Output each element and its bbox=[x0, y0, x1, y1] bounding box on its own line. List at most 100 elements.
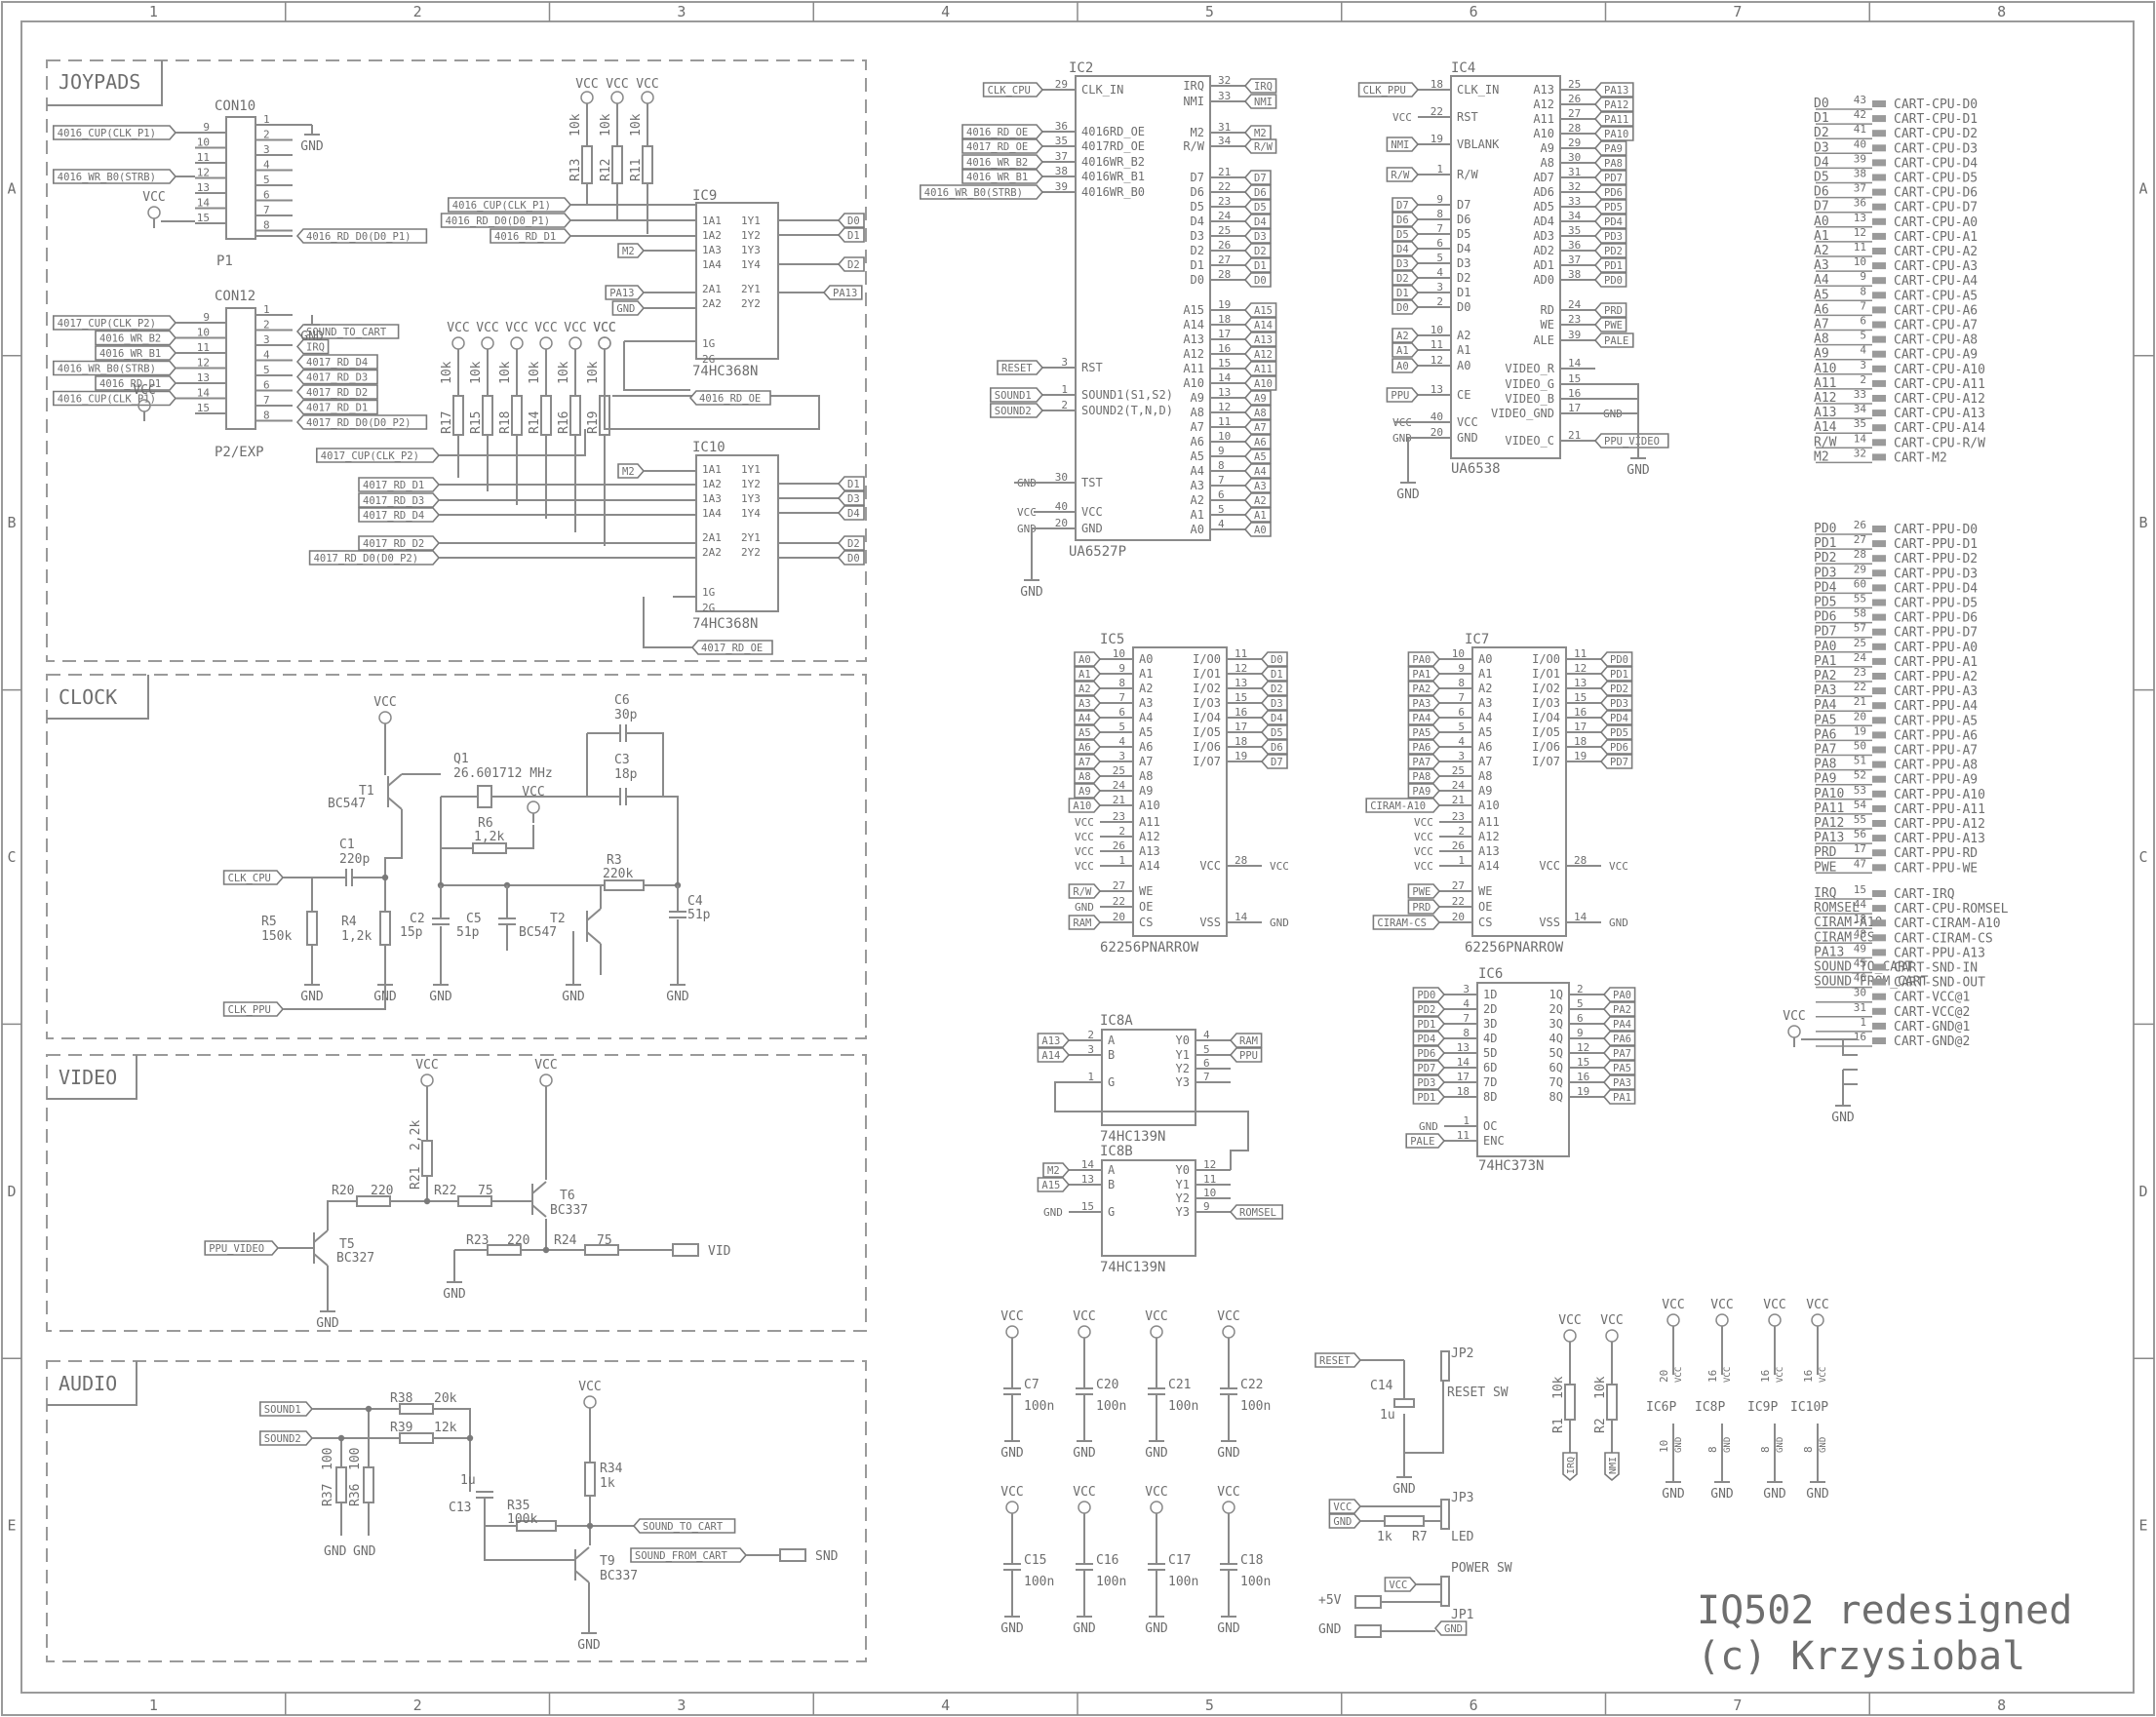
pin-net-label bbox=[1392, 328, 1420, 343]
pin-number: 34 bbox=[1218, 135, 1232, 147]
resistor-value: 20k bbox=[434, 1391, 457, 1406]
pin-net-label bbox=[1243, 94, 1277, 109]
pin-net-label-text: A3 bbox=[1078, 698, 1091, 710]
label-ic10-in-text: 4017_RD_D4 bbox=[363, 510, 424, 522]
pin-net-label bbox=[1037, 1047, 1071, 1063]
pullup-net: NMI bbox=[1608, 1457, 1619, 1474]
cap-ref: C13 bbox=[449, 1501, 471, 1515]
label-ic-output-text: D1 bbox=[847, 479, 860, 490]
cart-net: D5 bbox=[1814, 171, 1829, 185]
pin-number: 17 bbox=[1457, 1071, 1470, 1083]
pin-number: 3 bbox=[263, 143, 270, 156]
pin-net-label-text: PD0 bbox=[1604, 275, 1623, 287]
wire bbox=[1054, 1081, 1249, 1170]
pin-name: 3Q bbox=[1549, 1017, 1563, 1031]
pin-number: 12 bbox=[1431, 354, 1443, 367]
cap-value: 1u bbox=[1380, 1408, 1395, 1423]
pin-number: 2 bbox=[1118, 825, 1125, 838]
pin-name: 1Y2 bbox=[741, 229, 761, 242]
cap-ref: C17 bbox=[1168, 1553, 1191, 1568]
pin-number: 23 bbox=[1218, 195, 1231, 208]
pin-name: 2A1 bbox=[702, 531, 722, 544]
joypads-tab: JOYPADS bbox=[47, 60, 163, 106]
pin-number: 25 bbox=[1113, 764, 1125, 777]
cart-pin-number: 58 bbox=[1854, 607, 1866, 620]
pin-number: 28 bbox=[1218, 268, 1231, 281]
pin-name: VSS bbox=[1199, 916, 1221, 929]
cart-net: A13 bbox=[1814, 406, 1836, 420]
resistor bbox=[511, 395, 523, 436]
resistor-ref: R4 bbox=[341, 915, 357, 929]
capacitor bbox=[1003, 1563, 1021, 1571]
cart-pin-number: 10 bbox=[1854, 255, 1866, 268]
pin-name: A8 bbox=[1139, 769, 1153, 783]
resistor-ref: R16 bbox=[557, 411, 571, 434]
cart-signal: CART-CPU-A3 bbox=[1894, 259, 1978, 274]
pin-name: D5 bbox=[1457, 227, 1470, 241]
junction-dot bbox=[365, 1405, 372, 1413]
cart-pin bbox=[1872, 657, 1886, 665]
gnd-symbol bbox=[1149, 1431, 1164, 1442]
cart-pin-number: 50 bbox=[1854, 740, 1866, 753]
pin-number: 15 bbox=[1081, 1200, 1094, 1213]
cart-pin bbox=[1872, 453, 1886, 461]
pin-number: 9 bbox=[203, 121, 210, 134]
resistor bbox=[1384, 1515, 1425, 1527]
label-ic9-gnd bbox=[611, 300, 646, 316]
pin-net-label-text: PPU_VIDEO bbox=[1604, 436, 1660, 448]
resistor-ref: R3 bbox=[607, 853, 622, 868]
gnd-text: GND bbox=[1217, 1621, 1240, 1636]
label-gnd-text: GND bbox=[1444, 1623, 1463, 1635]
wire bbox=[1394, 383, 1639, 473]
label-gnd bbox=[1328, 1513, 1362, 1529]
part-ref: T6 bbox=[560, 1189, 575, 1203]
cap-ref: C4 bbox=[687, 894, 703, 909]
pin-net-label bbox=[1068, 915, 1102, 930]
label-gnd bbox=[1433, 1620, 1468, 1636]
pin-net-label-text: A1 bbox=[1396, 345, 1409, 357]
pin-number: 14 bbox=[1218, 371, 1232, 384]
cart-pin bbox=[1872, 993, 1886, 1000]
resistor-ref: R39 bbox=[390, 1421, 412, 1435]
jp1 bbox=[1440, 1576, 1450, 1607]
cart-pin bbox=[1872, 555, 1886, 563]
pin-net-label bbox=[1243, 317, 1277, 332]
cart-net: A10 bbox=[1814, 362, 1836, 376]
pin-net-label bbox=[1243, 375, 1277, 391]
power-label: +5V bbox=[1318, 1593, 1342, 1608]
pin-name: A1 bbox=[1191, 508, 1204, 522]
pin-number: 6 bbox=[263, 379, 270, 392]
pin-number: 1 bbox=[1087, 1071, 1094, 1083]
pin-name: A13 bbox=[1478, 844, 1500, 858]
cart-signal: CART-CPU-A6 bbox=[1894, 303, 1978, 318]
pin-net-label bbox=[1365, 798, 1441, 813]
pin-net-label-text: D2 bbox=[1271, 683, 1283, 695]
cart-pin bbox=[1872, 203, 1886, 211]
cart-net: A5 bbox=[1814, 288, 1829, 302]
ic2-ref: IC2 bbox=[1069, 60, 1093, 76]
pin-name: I/O2 bbox=[1193, 682, 1221, 695]
cart-pin-number: 8 bbox=[1860, 285, 1866, 297]
resistor-ref: R11 bbox=[629, 159, 644, 181]
cart-signal: CART-CPU-A10 bbox=[1894, 363, 1985, 377]
pin-name: NMI bbox=[1183, 95, 1204, 108]
cart-net: PA8 bbox=[1814, 758, 1836, 772]
resistor-value: 100 bbox=[348, 1448, 363, 1470]
cart-pin bbox=[1872, 978, 1886, 986]
cart-net: A2 bbox=[1814, 244, 1829, 258]
pin-number: 25 bbox=[1452, 764, 1465, 777]
resistor-ref: R6 bbox=[478, 816, 493, 831]
pin-net: VCC bbox=[1414, 845, 1433, 858]
pin-name: D7 bbox=[1457, 198, 1470, 212]
label-ic10-in bbox=[358, 507, 441, 523]
pin-name: WE bbox=[1139, 884, 1153, 898]
pin-number: 15 bbox=[1574, 691, 1587, 704]
cart-pin-number: 53 bbox=[1854, 784, 1866, 797]
ic7-part: 62256PNARROW bbox=[1465, 940, 1564, 956]
pin-number: 4 bbox=[263, 159, 270, 172]
pin-name: I/O2 bbox=[1532, 682, 1560, 695]
pin-net-label bbox=[1243, 522, 1272, 537]
pin-name: A5 bbox=[1478, 725, 1492, 739]
pin-net-label-text: A10 bbox=[1073, 800, 1091, 812]
pin-net-label-text: 4017_RD_OE bbox=[966, 141, 1028, 153]
